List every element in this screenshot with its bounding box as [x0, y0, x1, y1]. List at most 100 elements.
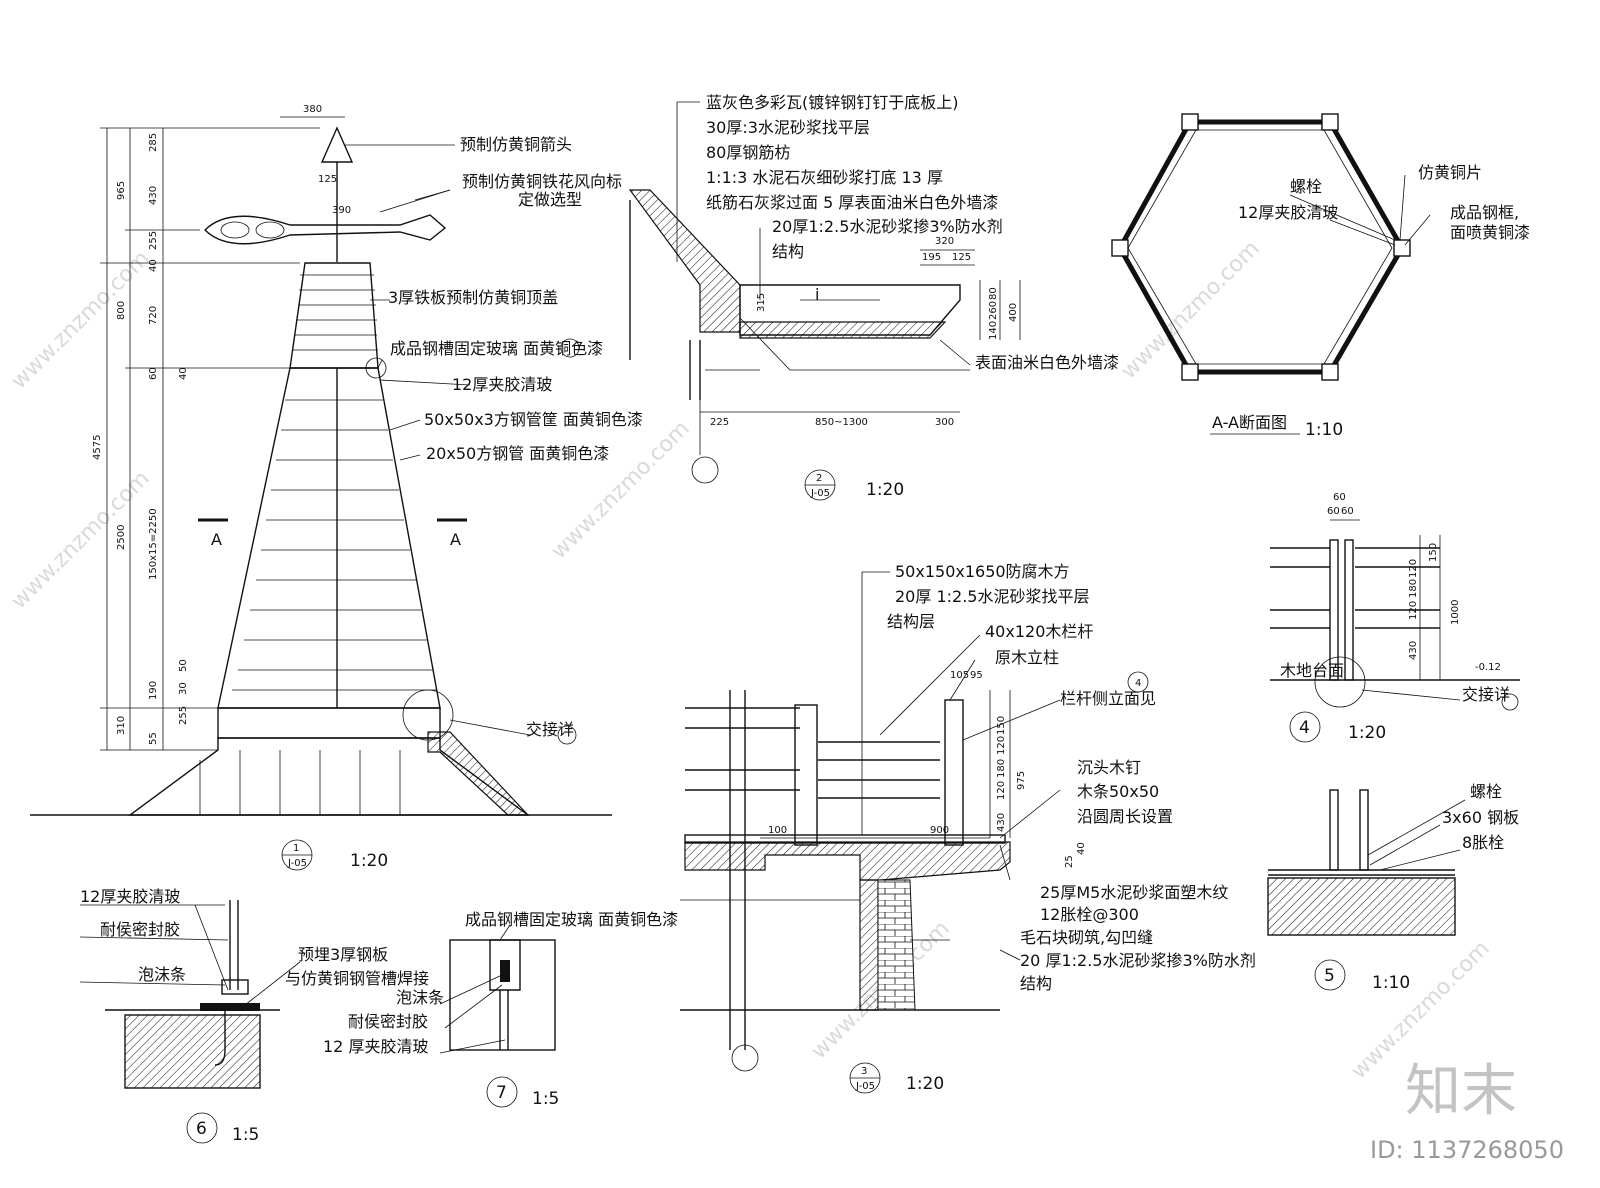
dim: 40 — [148, 259, 159, 272]
detail-ref-sheet: J-05 — [810, 488, 830, 499]
scale-label: 1:20 — [906, 1074, 944, 1094]
detail-ref-sheet: J-05 — [855, 1081, 875, 1092]
dim: 60 — [1341, 506, 1354, 517]
label-structure: 结构 — [772, 242, 804, 261]
dim: 900 — [930, 825, 949, 836]
eave-detail: i 蓝灰色多彩瓦(镀锌钢钉钉于底板上) 30厚:3水泥砂浆找平层 80厚钢筋枋 … — [628, 93, 1119, 501]
dim: 430 — [1408, 641, 1419, 660]
brand-logo: 知末 — [1405, 1059, 1517, 1124]
label-layer: 20厚1:2.5水泥砂浆掺3%防水剂 — [772, 217, 1003, 236]
label-joint: 交接详 — [1462, 685, 1510, 704]
label-steel-frame: 50x50x3方钢管筐 面黄铜色漆 — [424, 410, 643, 429]
label-glass: 12厚夹胶清玻 — [1238, 203, 1338, 222]
label-strip: 木条50x50 — [1077, 782, 1159, 801]
detail-ref-sheet: J-05 — [287, 858, 307, 869]
label-layer: 20厚 1:2.5水泥砂浆找平层 — [895, 587, 1089, 606]
dim: 30 — [178, 682, 189, 695]
dim: 285 — [148, 133, 159, 152]
section-aa: 螺栓 12厚夹胶清玻 仿黄铜片 成品钢框, 面喷黄铜漆 A-A断面图 1:10 — [1111, 113, 1530, 440]
dim: 260 — [988, 301, 999, 320]
label-frame-note: 面喷黄铜漆 — [1450, 223, 1530, 242]
label-sealant: 耐侯密封胶 — [348, 1012, 428, 1031]
dim: 40 — [1076, 842, 1087, 855]
label-glass: 12厚夹胶清玻 — [452, 375, 552, 394]
label-railing: 40x120木栏杆 — [985, 622, 1093, 641]
dim-top: 390 — [332, 205, 351, 216]
label-wind-vane: 预制仿黄铜铁花风向标 — [462, 172, 622, 191]
watermark-text: www.znzmo.com — [1117, 236, 1265, 384]
dim: 125 — [952, 252, 971, 263]
label-waterproof: 20 厚1:2.5水泥砂浆掺3%防水剂 — [1020, 951, 1256, 970]
label-structure: 结构 — [1020, 974, 1052, 993]
dim: 255 — [178, 706, 189, 725]
dim: 80 — [988, 287, 999, 300]
label-glass-slot: 成品钢槽固定玻璃 面黄铜色漆 — [390, 339, 603, 358]
main-elevation: A A 4575 965 800 2500 310 285 430 255 40… — [30, 104, 643, 871]
dim: 60 — [1333, 492, 1346, 503]
dim: 150 — [1428, 543, 1439, 562]
dim: 310 — [116, 716, 127, 735]
dim: 60 — [148, 367, 159, 380]
dim: 150 — [996, 716, 1007, 735]
label-layer: 结构层 — [887, 612, 935, 631]
watermark-text: www.znzmo.com — [547, 416, 695, 564]
label-layer: 80厚钢筋枋 — [706, 143, 790, 162]
dim: 225 — [710, 417, 729, 428]
label-floor: 木地台面 — [1280, 661, 1344, 680]
wind-vane-shape — [204, 214, 447, 245]
label-brass-sheet: 仿黄铜片 — [1418, 163, 1482, 182]
dim: 195 — [922, 252, 941, 263]
dim: 120 — [1408, 601, 1419, 620]
label-anchor: 12胀栓@300 — [1040, 905, 1139, 924]
scale-label: 1:20 — [866, 480, 904, 500]
detail-num: 4 — [1299, 718, 1310, 738]
dim: 320 — [935, 236, 954, 247]
dim: 180 — [996, 759, 1007, 778]
label-tile: 蓝灰色多彩瓦(镀锌钢钉钉于底板上) — [706, 93, 959, 112]
label-glass: 12 厚夹胶清玻 — [323, 1037, 428, 1056]
railing-detail: 木地台面 交接详 60 60 60 150 120 180 120 1000 4… — [1270, 492, 1520, 743]
label-foam: 泡沫条 — [138, 965, 186, 984]
label-plate: 3x60 钢板 — [1442, 808, 1519, 827]
dim: 850~1300 — [815, 417, 868, 428]
dim: 975 — [1016, 771, 1027, 790]
dim: 120 — [996, 781, 1007, 800]
label-masonry: 毛石块砌筑,勾凹缝 — [1020, 928, 1153, 947]
dim: 25 — [1064, 855, 1075, 868]
dim: 140 — [988, 321, 999, 340]
label-steel-tube: 20x50方钢管 面黄铜色漆 — [426, 444, 609, 463]
label-wind-vane-note: 定做选型 — [518, 190, 582, 209]
label-plate: 预埋3厚钢板 — [298, 945, 388, 964]
dim: 315 — [756, 293, 767, 312]
scale-label: 1:20 — [350, 851, 388, 871]
detail-ref-number: 2 — [816, 473, 822, 484]
slope-mark: i — [815, 285, 819, 304]
watermark-text: www.znzmo.com — [7, 246, 155, 394]
detail-num: 6 — [196, 1119, 207, 1139]
scale-label: 1:5 — [532, 1089, 559, 1109]
detail-ref-number: 3 — [861, 1066, 867, 1077]
watermark-text: www.znzmo.com — [7, 466, 155, 614]
label-foam: 泡沫条 — [396, 988, 444, 1007]
dim: 120 — [1408, 559, 1419, 578]
top-cover-shape — [289, 262, 379, 369]
image-id: ID: 1137268050 — [1370, 1136, 1564, 1164]
dim-top: 380 — [303, 104, 322, 115]
label-nail: 沉头木钉 — [1077, 758, 1141, 777]
detail-num: 7 — [496, 1083, 507, 1103]
detail-ref-number: 1 — [293, 843, 299, 854]
label-strip-note: 沿圆周长设置 — [1077, 807, 1173, 826]
detail-num: 5 — [1324, 966, 1335, 986]
dim: 180 — [1408, 579, 1419, 598]
dim: 255 — [148, 231, 159, 250]
label-plate-note: 与仿黄铜钢管槽焊接 — [285, 969, 429, 988]
dim: 105 — [950, 670, 969, 681]
label-mortar: 25厚M5水泥砂浆面塑木纹 — [1040, 883, 1228, 902]
scale-label: 1:5 — [232, 1125, 259, 1145]
section-mark-right: A — [450, 530, 461, 549]
dim: 95 — [970, 670, 983, 681]
label-sealant: 耐侯密封胶 — [100, 920, 180, 939]
label-glass-slot: 成品钢槽固定玻璃 面黄铜色漆 — [465, 910, 678, 929]
